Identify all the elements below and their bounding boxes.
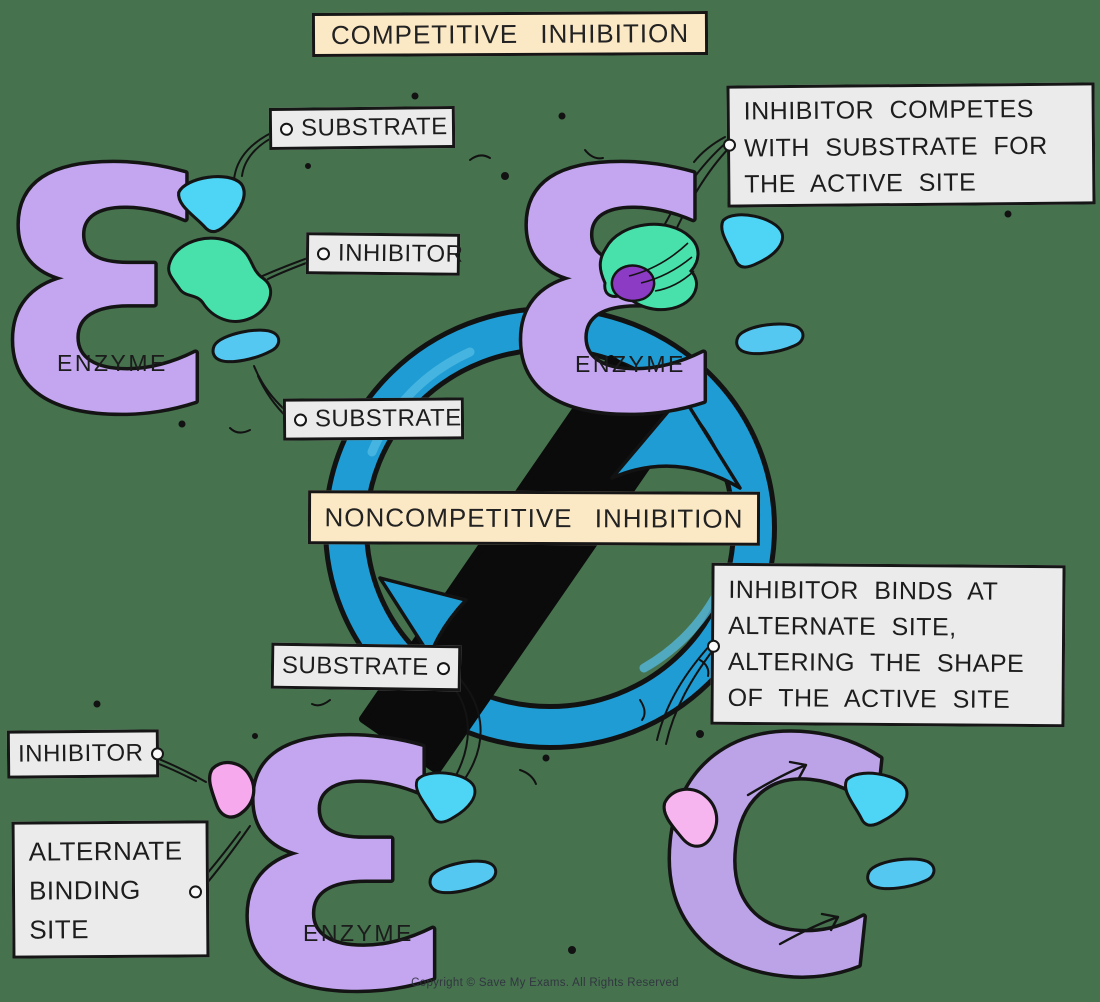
note-binds-line: OF THE ACTIVE SITE (727, 683, 1011, 714)
tag-inhibitor-top: INHIBITOR (305, 232, 464, 276)
inhibitor-green-shape (167, 236, 273, 323)
banner-competitive-label: COMPETITIVE INHIBITION (330, 17, 690, 50)
tag-substrate-top: SUBSTRATE (268, 106, 456, 150)
note-competes-line: WITH SUBSTRATE FOR (743, 131, 1048, 162)
banner-noncompetitive-label: NONCOMPETITIVE INHIBITION (324, 501, 744, 534)
enzyme-label: ENZYME (57, 350, 168, 376)
note-alternate-line: BINDING (28, 874, 141, 906)
enzyme-alternate-group: Ɛ (205, 672, 501, 1002)
note-binds-line: ALTERING THE SHAPE (727, 647, 1025, 678)
eyelet-icon (151, 746, 165, 760)
connector-lines (145, 127, 730, 890)
arrow-up-right-icon (778, 912, 840, 946)
substrate-bean-shape (732, 317, 807, 360)
tag-inhibitor-bottom: INHIBITOR (6, 729, 165, 779)
ink-speckles (93, 87, 1012, 954)
tag-substrate-mid-label: SUBSTRATE (314, 404, 462, 433)
enzyme-label: ENZYME (303, 920, 414, 946)
note-binds-line: INHIBITOR BINDS AT (728, 575, 999, 606)
eyelet-icon (279, 122, 294, 136)
tag-substrate-lower: SUBSTRATE (270, 642, 462, 692)
eyelet-icon (436, 661, 451, 675)
copyright-watermark: Copyright © Save My Exams. All Rights Re… (411, 977, 679, 989)
note-binds-line: ALTERNATE SITE, (728, 611, 957, 642)
tag-substrate-lower-label: SUBSTRATE (281, 651, 429, 681)
squeeze-lines (628, 242, 695, 292)
eyelet-icon (316, 246, 331, 260)
arrowhead-right-icon (610, 393, 742, 490)
tag-inhibitor-bottom-label: INHIBITOR (17, 739, 144, 768)
tag-substrate-mid: SUBSTRATE (282, 397, 465, 441)
note-inhibitor-binds: INHIBITOR BINDS AT ALTERNATE SITE, ALTER… (706, 562, 1066, 728)
enzyme-blocked-group: Ɛ (497, 99, 807, 490)
eyelet-icon (293, 412, 308, 427)
arrow-up-right-icon (746, 760, 808, 797)
note-competes-line: THE ACTIVE SITE (744, 168, 977, 199)
eyelet-icon (722, 138, 737, 152)
eyelet-icon (706, 639, 721, 653)
banner-competitive-inhibition: COMPETITIVE INHIBITION (311, 10, 709, 58)
note-inhibitor-competes: INHIBITOR COMPETES WITH SUBSTRATE FOR TH… (722, 82, 1096, 208)
note-competes-line: INHIBITOR COMPETES (743, 94, 1034, 126)
active-site-shape (610, 264, 656, 303)
enzyme-label: ENZYME (575, 351, 686, 377)
tag-inhibitor-top-label: INHIBITOR (337, 239, 464, 268)
note-alternate-line: ALTERNATE (28, 835, 183, 867)
tag-substrate-top-label: SUBSTRATE (300, 113, 448, 142)
note-alternate-line: SITE (29, 914, 90, 945)
inhibitor-green-bound-shape (598, 222, 700, 312)
banner-noncompetitive-inhibition: NONCOMPETITIVE INHIBITION (307, 490, 761, 546)
note-alternate-binding-site: ALTERNATE BINDING SITE (11, 820, 210, 959)
ring-arrowheads (378, 393, 742, 658)
enzyme-alternate-shape: Ɛ (226, 675, 459, 1002)
enzyme-free-group: Ɛ (0, 99, 284, 490)
shape-change-arrows (746, 760, 840, 946)
eyelet-icon (188, 885, 203, 899)
